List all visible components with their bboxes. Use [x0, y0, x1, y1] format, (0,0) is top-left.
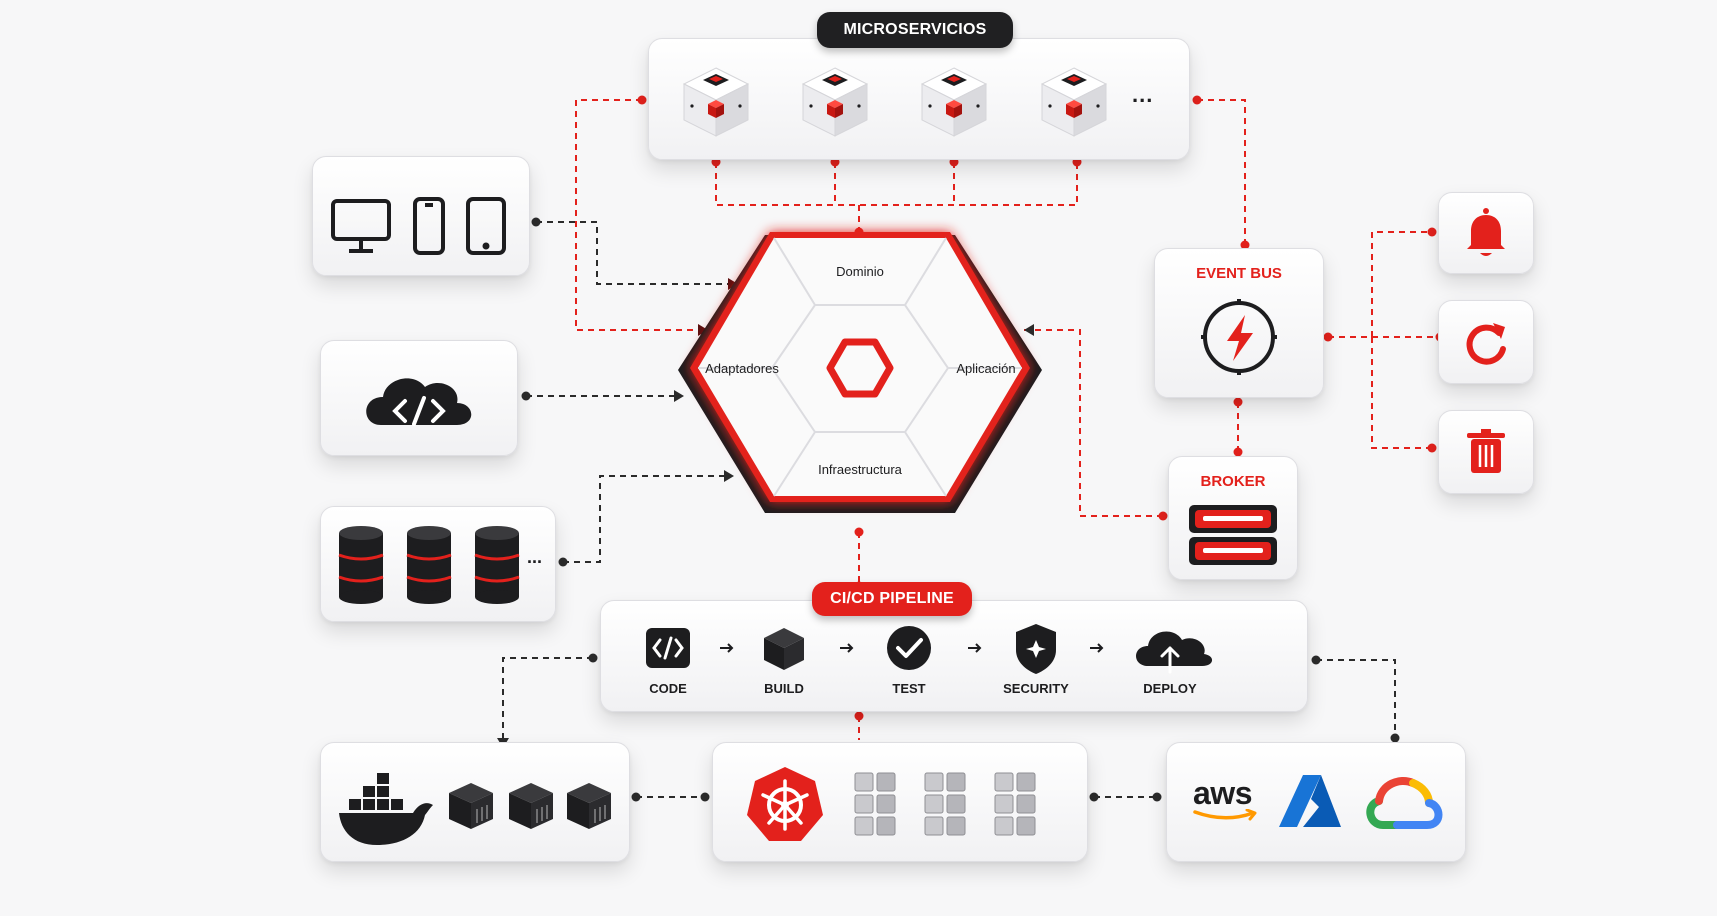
microservice-cube-icon — [921, 67, 987, 137]
code-icon — [646, 628, 690, 668]
server-stack-icon — [1189, 505, 1277, 565]
database-icon — [473, 524, 521, 606]
microservice-cube-icon — [802, 67, 868, 137]
database-icon — [337, 524, 385, 606]
microservice-cube-icon — [683, 67, 749, 137]
connector-ms-right — [1197, 99, 1246, 245]
microservices-title: MICROSERVICIOS — [817, 12, 1013, 48]
pod-grid-icon — [994, 772, 1036, 836]
pipeline-step-test: TEST — [892, 681, 926, 696]
docker-icon — [339, 773, 433, 845]
connector-db-core — [563, 475, 724, 563]
core-segment-dominio: Dominio — [836, 264, 884, 279]
core-segment-infraestructura: Infraestructura — [818, 462, 903, 477]
core-segment-adaptadores: Adaptadores — [705, 361, 779, 376]
clouds-card: aws — [1166, 742, 1466, 862]
api-card — [320, 340, 518, 456]
google-cloud-icon — [1366, 777, 1443, 829]
containers-card — [320, 742, 630, 862]
pipeline-step-code: CODE — [649, 681, 687, 696]
cloud-code-icon — [366, 378, 472, 426]
trash-icon — [1467, 429, 1505, 473]
connector-ms-left — [575, 99, 698, 331]
broker-card: BROKER — [1168, 456, 1298, 580]
pipeline-step-build: BUILD — [764, 681, 804, 696]
notification-card — [1438, 192, 1534, 274]
connector-ms-bottom — [715, 162, 1078, 232]
pod-grid-icon — [854, 772, 896, 836]
tablet-icon — [466, 197, 506, 255]
microservice-cubes — [683, 67, 1107, 137]
core-hexagon: Dominio Aplicación Infraestructura Adapt… — [678, 232, 1042, 513]
container-icon — [448, 782, 494, 830]
databases-card: ... — [320, 506, 556, 622]
container-icon — [566, 782, 612, 830]
connector-broker-core — [1024, 329, 1163, 517]
microservice-cube-icon — [1041, 67, 1107, 137]
shield-icon — [1016, 624, 1056, 674]
event-bus-card: EVENT BUS — [1154, 248, 1324, 398]
aws-logo: aws — [1193, 777, 1263, 828]
broker-title: BROKER — [1200, 473, 1266, 490]
delete-card — [1438, 410, 1534, 494]
database-icon — [405, 524, 453, 606]
orchestration-card — [712, 742, 1088, 862]
kubernetes-icon — [747, 767, 823, 841]
bell-icon — [1467, 208, 1505, 256]
refresh-icon — [1466, 323, 1506, 365]
databases-more: ... — [527, 547, 543, 567]
monitor-icon — [331, 199, 391, 253]
container-icon — [508, 782, 554, 830]
pipeline-steps — [646, 624, 1213, 674]
event-bus-title: EVENT BUS — [1196, 265, 1282, 282]
microservices-more: ... — [1132, 82, 1154, 107]
box-icon — [764, 628, 804, 670]
azure-icon — [1279, 775, 1341, 827]
connector-eventbus-actions — [1328, 231, 1440, 449]
cloud-upload-icon — [1136, 631, 1213, 674]
check-icon — [887, 626, 931, 670]
pipeline-step-security: SECURITY — [1003, 681, 1069, 696]
clients-card — [312, 156, 530, 276]
retry-card — [1438, 300, 1534, 384]
core-segment-aplicacion: Aplicación — [956, 361, 1015, 376]
connector-pipeline-docker — [502, 657, 593, 738]
lightning-icon — [1201, 299, 1277, 375]
phone-icon — [413, 197, 445, 255]
pod-grid-icon — [924, 772, 966, 836]
connector-pipeline-clouds — [1316, 659, 1396, 738]
pipeline-step-deploy: DEPLOY — [1143, 681, 1197, 696]
pipeline-title: CI/CD PIPELINE — [812, 582, 972, 616]
hexagon-icon — [826, 338, 894, 398]
connector-clients-core — [536, 221, 728, 285]
